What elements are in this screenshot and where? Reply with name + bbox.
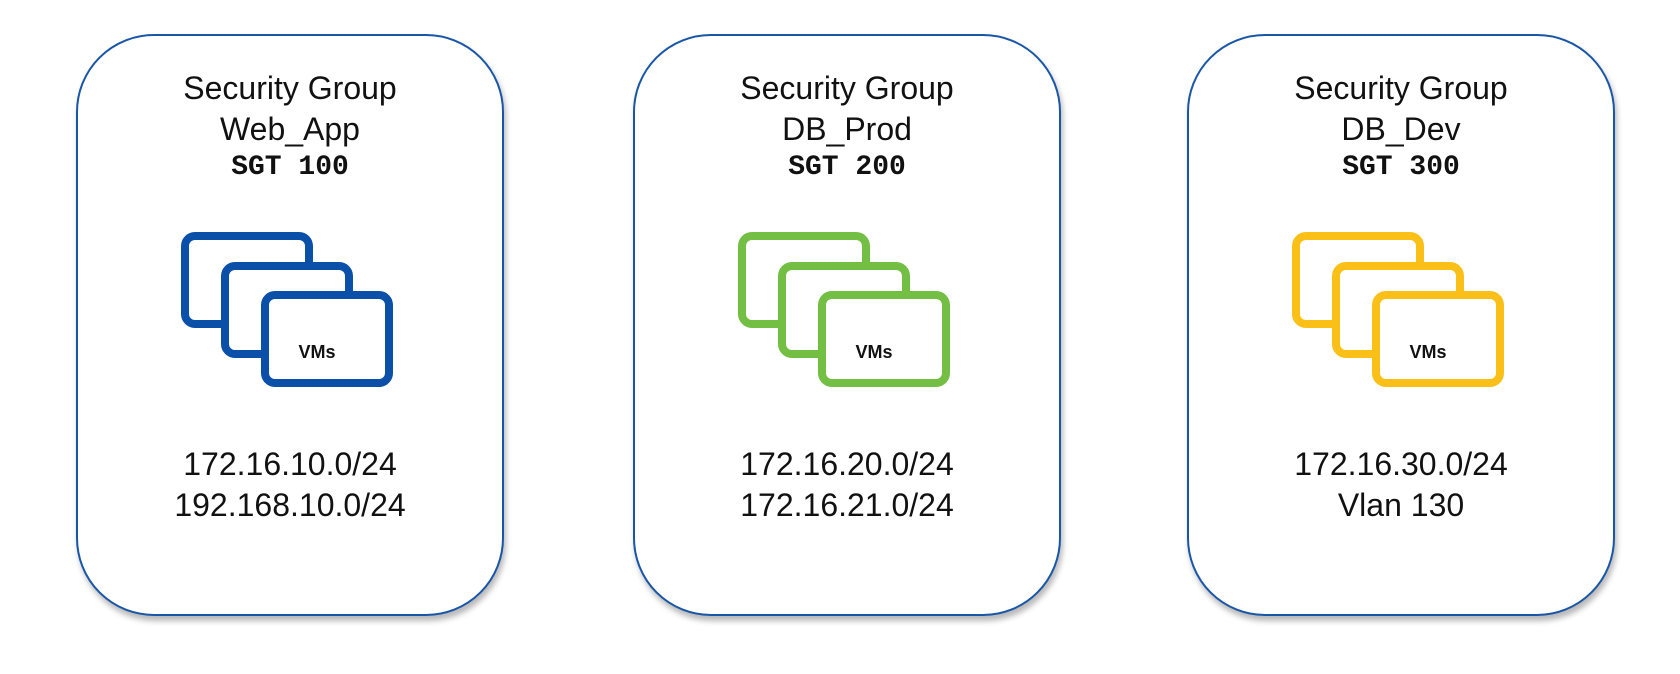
security-group-card-web-app: Security Group Web_App SGT 100 VMs 172.1… — [76, 34, 504, 616]
vm-frame-front — [1372, 291, 1504, 387]
stacked-vms-icon — [1292, 232, 1504, 387]
sgt-tag: SGT 300 — [1342, 152, 1460, 183]
group-title: Security Group — [183, 70, 397, 106]
network-line: 192.168.10.0/24 — [174, 487, 406, 523]
group-title: Security Group — [740, 70, 954, 106]
group-name: DB_Dev — [1341, 111, 1461, 147]
group-name: DB_Prod — [782, 111, 912, 147]
sgt-tag: SGT 100 — [231, 152, 349, 183]
group-title: Security Group — [1294, 70, 1508, 106]
network-line: 172.16.10.0/24 — [183, 446, 397, 482]
vm-label: VMs — [1409, 342, 1447, 362]
group-name: Web_App — [220, 111, 360, 147]
stacked-vms-icon — [738, 232, 950, 387]
stacked-vms-icon — [181, 232, 393, 387]
security-group-card-db-prod: Security Group DB_Prod SGT 200 VMs 172.1… — [633, 34, 1061, 616]
vm-frame-front — [261, 291, 393, 387]
vm-label: VMs — [855, 342, 893, 362]
vm-label: VMs — [298, 342, 336, 362]
network-line: 172.16.20.0/24 — [740, 446, 954, 482]
vm-frame-front — [818, 291, 950, 387]
network-line: Vlan 130 — [1337, 487, 1465, 523]
security-group-card-db-dev: Security Group DB_Dev SGT 300 VMs 172.16… — [1187, 34, 1615, 616]
network-line: 172.16.21.0/24 — [740, 487, 954, 523]
sgt-tag: SGT 200 — [788, 152, 906, 183]
network-line: 172.16.30.0/24 — [1294, 446, 1508, 482]
